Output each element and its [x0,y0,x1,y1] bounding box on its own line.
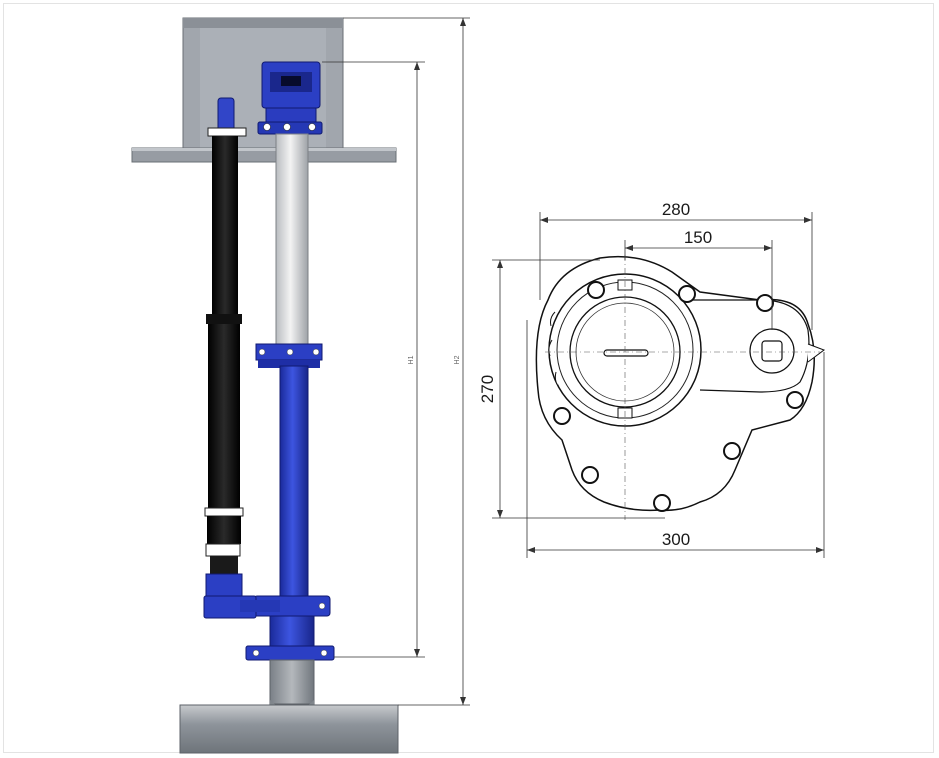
dimension-h1 [322,61,425,658]
key-slot [603,349,649,357]
dimension-h1-label: H1 [408,355,415,364]
dimension-h2-label: H2 [454,355,461,364]
dimension-h2 [343,17,470,706]
supply-pipe-tee [179,659,399,754]
bolt-holes [553,281,804,512]
square-key-icon [761,340,783,362]
arrow-tab [807,343,826,363]
operating-head [257,61,323,135]
drain-tube [203,97,280,619]
lower-blue-column [245,343,335,661]
drawing-frame [3,3,934,753]
side-view: H1 H2 [131,17,470,754]
dimension-150-label: 150 [684,228,712,247]
dimension-280 [539,212,813,330]
dimension-300 [526,320,825,558]
upper-steel-column [275,133,309,349]
dimension-300-label: 300 [662,530,690,549]
cover-outline [535,255,815,512]
centre-lines [545,255,820,520]
dimension-150 [624,240,773,330]
plan-view: 280 150 270 [478,200,826,558]
dimension-270-label: 270 [478,375,497,403]
dimension-270 [492,259,665,519]
dimension-280-label: 280 [662,200,690,219]
